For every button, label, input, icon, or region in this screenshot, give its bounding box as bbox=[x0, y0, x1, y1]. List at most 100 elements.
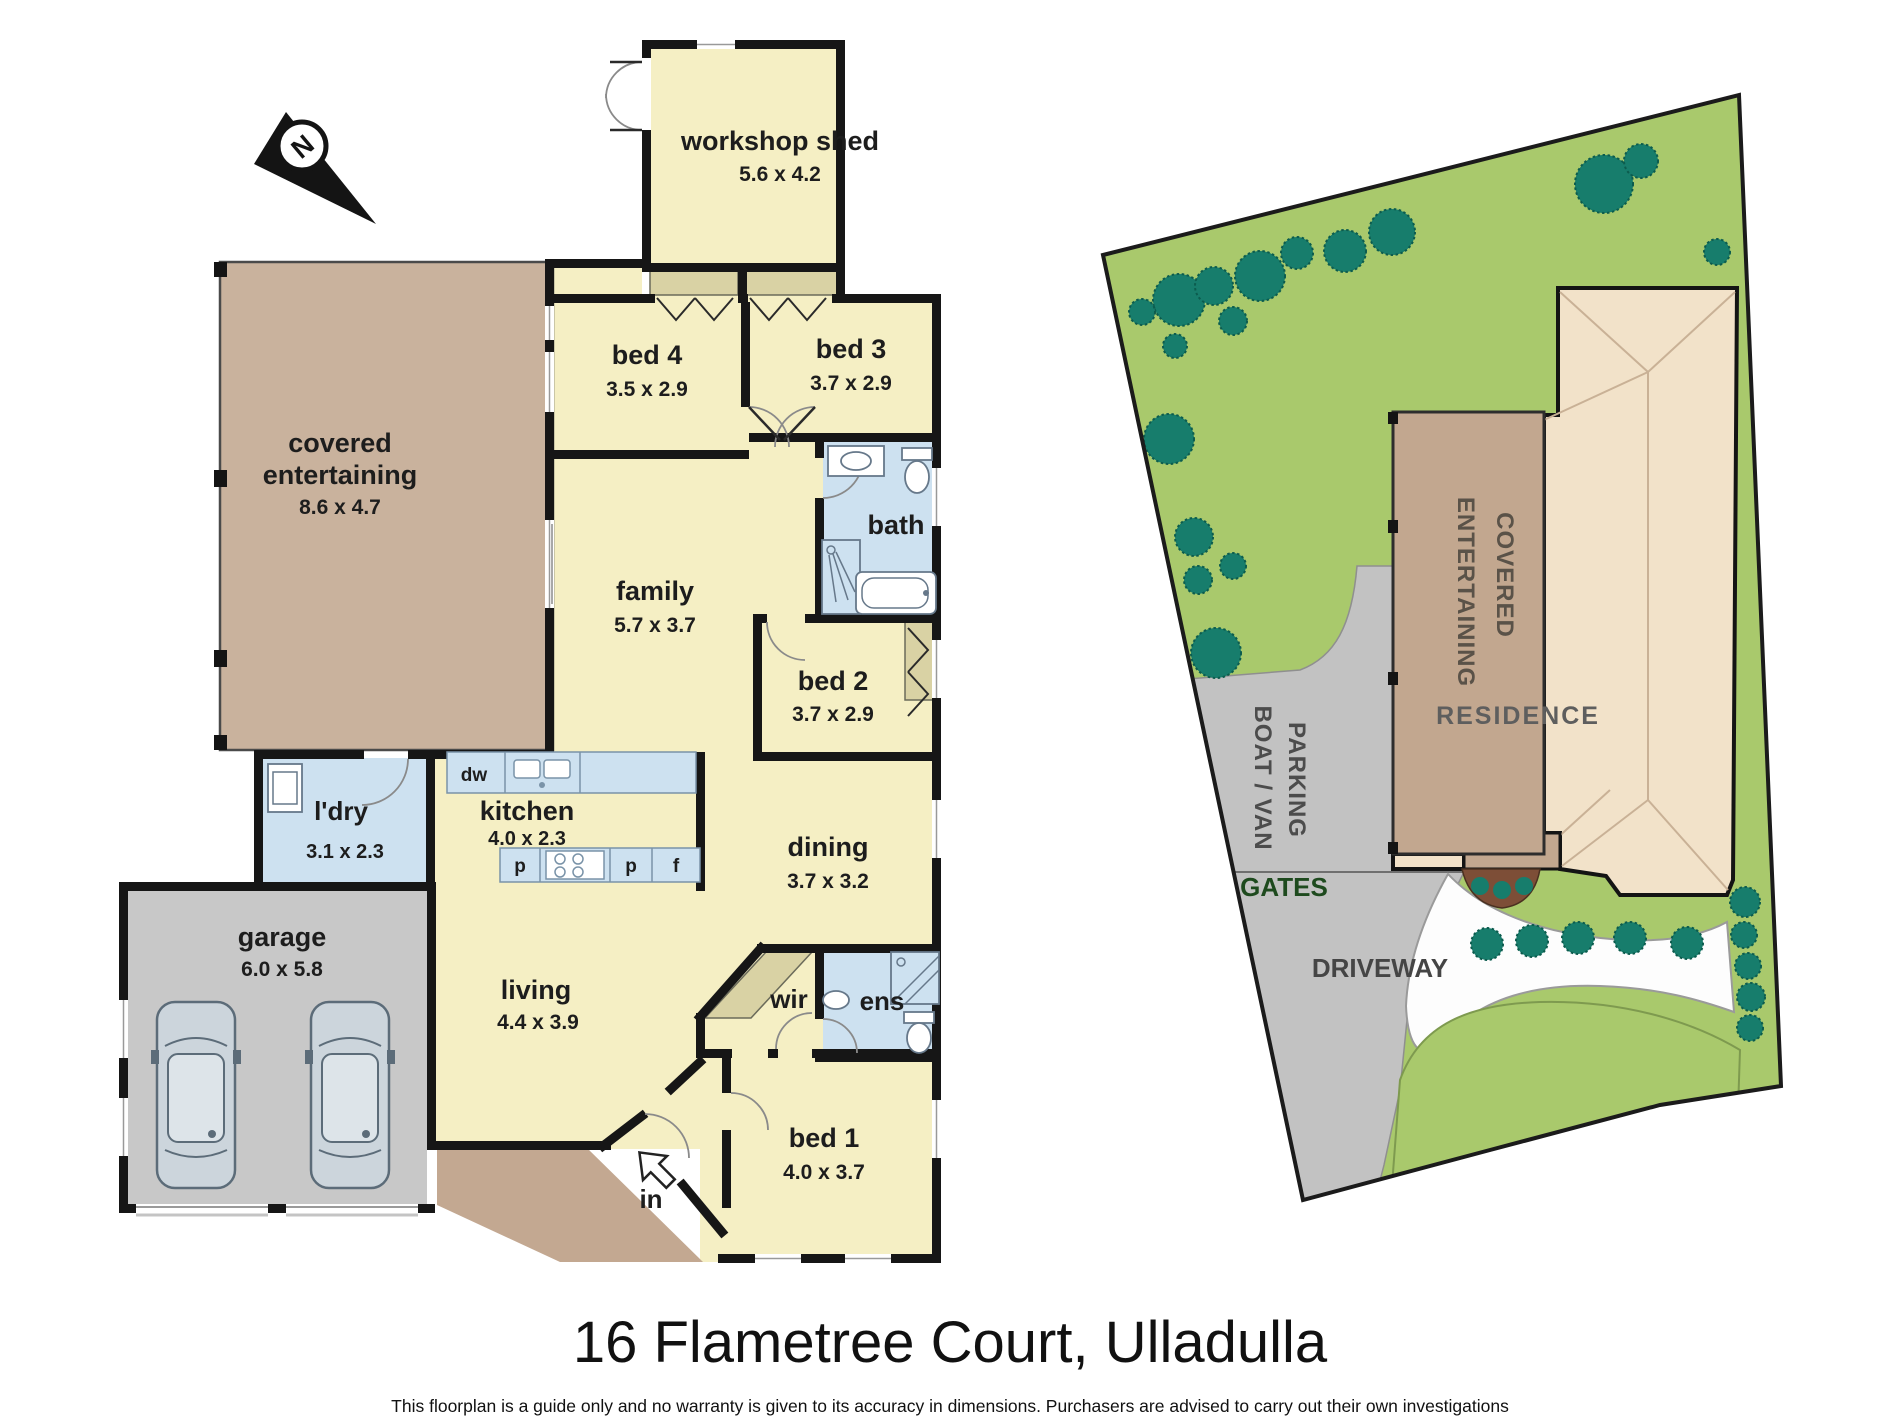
basin-icon bbox=[822, 990, 850, 1010]
robe-bed3 bbox=[745, 270, 838, 296]
shower-icon bbox=[890, 951, 940, 1005]
bifold-door-icon bbox=[907, 671, 930, 717]
door-arc bbox=[644, 1113, 690, 1159]
site-covered-entertaining bbox=[1391, 410, 1546, 856]
pillar-icon bbox=[214, 735, 227, 750]
roof-lines bbox=[1543, 291, 1736, 891]
tree-icon bbox=[1323, 229, 1367, 273]
site-pillars bbox=[1388, 412, 1398, 854]
tree-icon bbox=[1234, 250, 1286, 302]
dims-living: 4.4 x 3.9 bbox=[497, 1011, 579, 1034]
label-bed1: bed 1 bbox=[789, 1123, 860, 1153]
dims-bed4: 3.5 x 2.9 bbox=[606, 378, 688, 401]
tree-icon bbox=[1128, 298, 1156, 326]
lot-boundary bbox=[1100, 92, 1784, 1203]
tree-icon bbox=[1183, 565, 1213, 595]
dims-kitchen: 4.0 x 2.3 bbox=[488, 828, 566, 850]
door-arc bbox=[748, 406, 790, 448]
door-arc bbox=[766, 621, 806, 661]
lawn-mound bbox=[1388, 1000, 1742, 1200]
door-arc bbox=[774, 406, 816, 448]
bathtub-icon bbox=[855, 571, 937, 615]
toilet-icon bbox=[901, 447, 933, 494]
disclaimer-text: This floorplan is a guide only and no wa… bbox=[391, 1396, 1509, 1416]
bifold-door-icon bbox=[787, 297, 827, 322]
pillar-icon bbox=[214, 650, 227, 667]
tree-icon bbox=[1162, 333, 1188, 359]
tree-icon bbox=[1515, 877, 1533, 895]
car-icon bbox=[151, 1000, 241, 1190]
compass: N bbox=[254, 112, 376, 224]
dims-dining: 3.7 x 3.2 bbox=[787, 870, 869, 893]
dims-workshop: 5.6 x 4.2 bbox=[739, 163, 821, 186]
tree-icon bbox=[1623, 143, 1659, 179]
floorplan: N workshop shed 5.6 x 4.2 bed 4 3.5 x 2.… bbox=[119, 40, 941, 1263]
label-bed4: bed 4 bbox=[612, 340, 683, 370]
tree-icon bbox=[1190, 627, 1242, 679]
tree-icon bbox=[1730, 921, 1758, 949]
tree-icon bbox=[1493, 881, 1511, 899]
label-residence: RESIDENCE bbox=[1436, 702, 1600, 730]
window-icon bbox=[119, 40, 941, 1263]
label-site-covered-2: ENTERTAINING bbox=[1452, 497, 1479, 687]
dims-garage: 6.0 x 5.8 bbox=[241, 958, 323, 981]
label-living: living bbox=[501, 975, 572, 1005]
label-wir: wir bbox=[769, 984, 808, 1014]
room-workshop-shed bbox=[646, 44, 837, 263]
tree-icon bbox=[1736, 1014, 1764, 1042]
tree-icon bbox=[1703, 238, 1731, 266]
label-covered-2: entertaining bbox=[263, 460, 418, 490]
label-entry: in bbox=[639, 1184, 662, 1214]
label-site-covered-1: COVERED bbox=[1491, 512, 1518, 638]
label-bath: bath bbox=[868, 510, 925, 540]
tree-icon bbox=[1218, 306, 1248, 336]
cars bbox=[151, 1000, 395, 1190]
toilet-icon bbox=[903, 1011, 935, 1054]
kitchen-bench bbox=[446, 751, 701, 883]
siteplan: RESIDENCE COVERED ENTERTAINING BOAT / VA… bbox=[1100, 92, 1784, 1203]
site-labels: RESIDENCE COVERED ENTERTAINING BOAT / VA… bbox=[1240, 497, 1600, 983]
tree-icon bbox=[1368, 208, 1416, 256]
laundry-trough-icon bbox=[267, 763, 303, 813]
dims-bed3: 3.7 x 2.9 bbox=[810, 372, 892, 395]
tree-icon bbox=[1561, 921, 1595, 955]
sink-icon bbox=[513, 759, 571, 788]
entry-porch bbox=[437, 1149, 703, 1262]
label-parking: PARKING bbox=[1283, 722, 1310, 838]
label-driveway: DRIVEWAY bbox=[1312, 953, 1448, 983]
pillar-icon bbox=[214, 470, 227, 487]
dims-family: 5.7 x 3.7 bbox=[614, 614, 696, 637]
tree-icon bbox=[1194, 266, 1234, 306]
label-bed3: bed 3 bbox=[816, 334, 887, 364]
door-arc bbox=[822, 1018, 858, 1054]
room-labels: workshop shed 5.6 x 4.2 bed 4 3.5 x 2.9 … bbox=[238, 126, 925, 1214]
label-family: family bbox=[616, 576, 694, 606]
hall-strip bbox=[553, 268, 642, 296]
label-gates: GATES bbox=[1240, 872, 1328, 902]
tree-icon bbox=[1734, 952, 1762, 980]
site-trees bbox=[1128, 143, 1766, 1042]
entry-arrow-icon bbox=[637, 1150, 677, 1190]
tree-icon bbox=[1471, 877, 1489, 895]
label-pantry-1: p bbox=[514, 856, 526, 877]
tree-icon bbox=[1280, 236, 1314, 270]
label-workshop: workshop shed bbox=[680, 126, 879, 156]
tree-icon bbox=[1613, 921, 1647, 955]
page-title: 16 Flametree Court, Ulladulla bbox=[573, 1310, 1328, 1375]
label-boat-van: BOAT / VAN bbox=[1249, 705, 1276, 850]
doors bbox=[361, 60, 930, 1159]
label-dw: dw bbox=[461, 765, 488, 786]
tree-icon bbox=[1574, 154, 1634, 214]
robe-bed4 bbox=[649, 270, 739, 296]
garage-door-icon bbox=[136, 1204, 418, 1217]
door-arc bbox=[361, 758, 409, 806]
bifold-door-icon bbox=[907, 627, 930, 673]
dims-ldry: 3.1 x 2.3 bbox=[306, 841, 384, 863]
dims-covered: 8.6 x 4.7 bbox=[299, 496, 381, 519]
tree-icon bbox=[1515, 924, 1549, 958]
bifold-door-icon bbox=[749, 297, 789, 322]
label-garage: garage bbox=[238, 922, 327, 952]
tree-icon bbox=[1670, 926, 1704, 960]
